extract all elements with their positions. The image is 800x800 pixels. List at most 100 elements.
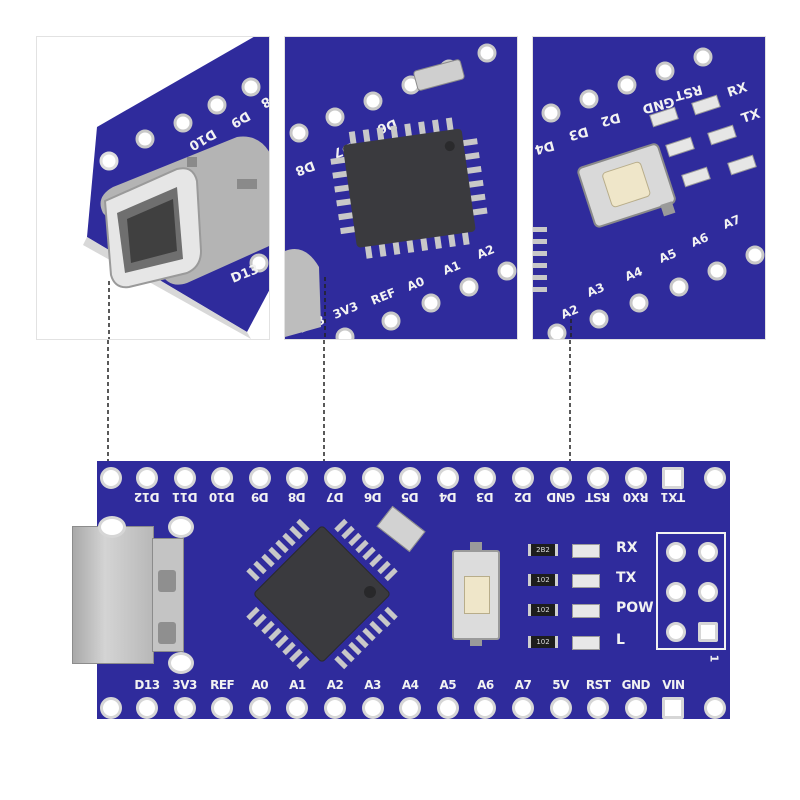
resistor: 102: [528, 574, 558, 586]
led-pow: 102 POW: [524, 600, 664, 622]
pin-hole: [624, 467, 647, 489]
pin-hole: [324, 697, 346, 719]
pin-label: D2: [514, 490, 532, 504]
pin-label: D9: [251, 490, 269, 504]
reset-button: [577, 143, 676, 228]
silk-label-d8: D8: [258, 88, 270, 111]
mount-hole: [100, 697, 122, 719]
pin-hole: [549, 467, 572, 489]
silk-label-a6: A6: [689, 230, 711, 250]
usb-shell-edge: [285, 249, 321, 337]
leds-smd: [649, 94, 757, 188]
zoom-panel-reset-leds: RST GND D2 D3 D4 RX TX A7 A6 A5 A4 A3 A2: [532, 36, 766, 340]
chip-lead: [260, 554, 275, 568]
led-smd: [572, 544, 600, 558]
pin-hole: [587, 467, 610, 489]
usb-c-connector: [100, 136, 269, 289]
led-label: POW: [616, 600, 654, 616]
zoom-reset-image: RST GND D2 D3 D4 RX TX A7 A6 A5 A4 A3 A2: [533, 37, 765, 339]
pin-hole: [624, 697, 647, 719]
pin-hole: [512, 467, 534, 489]
pin-label: A4: [401, 678, 419, 692]
icsp-header: [656, 532, 726, 650]
pin-label: GND: [546, 490, 575, 504]
led-l: 102 L: [524, 632, 664, 654]
pin-label: A2: [326, 678, 344, 692]
pin-hole: [286, 467, 309, 489]
pin-hole: [248, 467, 271, 489]
pin-hole: [436, 467, 459, 489]
pin-hole: [361, 467, 384, 489]
pin-label: A6: [477, 678, 494, 692]
chip-lead: [253, 561, 268, 575]
pin-label: D10: [209, 490, 235, 504]
zoom-panel-usb-c: D10 D9 D8 D13: [36, 36, 270, 340]
mount-hole: [100, 467, 122, 489]
pin-hole: [361, 697, 384, 719]
silk-label-d8: D8: [293, 157, 317, 178]
bottom-pin-labels: D13 3V3 REF A0 A1 A2 A3 A4 A5 A6 A7 5V R…: [128, 678, 708, 702]
pin-label: REF: [210, 678, 235, 692]
silk-label-a0: A0: [405, 274, 427, 294]
led-label: TX: [616, 570, 637, 586]
pin-label: A1: [289, 678, 306, 692]
pin-hole: [324, 467, 346, 489]
header-pin1-mark: 1: [707, 654, 721, 663]
silk-label-d4: D4: [533, 137, 556, 157]
silk-label-rst: RST: [673, 81, 704, 103]
arduino-nano-board: [97, 461, 730, 719]
pin-hole: [474, 697, 497, 719]
pin-label: RST: [585, 490, 611, 504]
led-label: RX: [616, 540, 638, 556]
pin-label: RX0: [623, 490, 649, 504]
atmega-chip: [246, 518, 398, 670]
silk-label-a7: A7: [721, 212, 743, 232]
silk-label-a2: A2: [475, 242, 497, 262]
led-group: 2B2 RX 102 TX 102 POW 102 L: [524, 540, 664, 660]
pin-label: D5: [401, 490, 419, 504]
resistor: 102: [528, 604, 558, 616]
resistor: 2B2: [528, 544, 558, 556]
led-smd: [572, 574, 600, 588]
zoom-usb-c-image: D10 D9 D8 D13: [83, 37, 270, 339]
pin-label: RST: [585, 678, 611, 692]
pin-hole: [474, 467, 497, 489]
pin-hole: [662, 467, 685, 489]
resistor: 102: [528, 636, 558, 648]
pin-holes: [135, 77, 269, 273]
silk-label-d2: D2: [599, 109, 622, 129]
mount-hole: [99, 151, 119, 171]
pin-hole: [587, 697, 610, 719]
pin-label: A7: [514, 678, 532, 692]
zoom-panel-microcontroller: D8 D7 D6 D13 3V3 REF A0 A1 A2: [284, 36, 518, 340]
pin-label: D11: [172, 490, 198, 504]
silk-label-a5: A5: [657, 246, 679, 266]
pin-label: D7: [326, 490, 344, 504]
reset-button: [452, 542, 500, 646]
mount-hole: [704, 697, 726, 719]
pin-label: D12: [134, 490, 160, 504]
pin-label: GND: [621, 678, 651, 692]
usb-c-connector: [72, 526, 184, 664]
led-smd: [572, 604, 600, 618]
silk-label-d3: D3: [567, 123, 590, 143]
pin-hole: [399, 467, 422, 489]
pin-hole: [286, 697, 309, 719]
led-label: L: [616, 632, 625, 648]
atmega-chip: [330, 117, 488, 259]
silk-label-a1: A1: [441, 258, 463, 278]
pin-hole: [436, 697, 459, 719]
pin-label: 3V3: [172, 678, 197, 692]
silk-label-a3: A3: [585, 280, 607, 300]
pin-hole: [211, 697, 234, 719]
chip-edge: [533, 227, 547, 292]
pin-hole: [173, 697, 196, 719]
pin-hole: [399, 697, 422, 719]
led-tx: 102 TX: [524, 570, 664, 592]
pin-hole: [549, 697, 572, 719]
pin-hole: [662, 697, 685, 719]
top-pin-labels: D12 D11 D10 D9 D8 D7 D6 D5 D4 D3 D2 GND …: [128, 490, 708, 514]
led-rx: 2B2 RX: [524, 540, 664, 562]
pin-label: D3: [476, 490, 495, 504]
pin-hole: [136, 697, 158, 719]
